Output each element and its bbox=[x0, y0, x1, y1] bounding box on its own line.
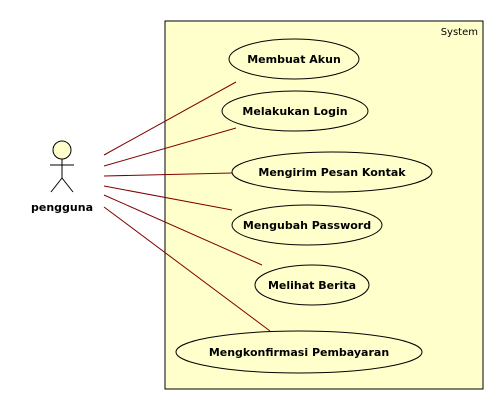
actor-left-leg bbox=[50, 177, 63, 193]
association-mengubah-password bbox=[103, 185, 233, 211]
use-case-label: Mengkonfirmasi Pembayaran bbox=[209, 346, 389, 359]
use-case-mengirim-pesan-kontak[interactable]: Mengirim Pesan Kontak bbox=[231, 151, 433, 193]
associations bbox=[103, 81, 271, 332]
use-case-ellipse bbox=[175, 330, 423, 374]
use-case-ellipse bbox=[231, 151, 433, 193]
association-melakukan-login bbox=[103, 127, 237, 167]
actor-pengguna[interactable]: pengguna bbox=[31, 140, 93, 214]
system-label: System bbox=[441, 27, 478, 38]
association-melihat-berita bbox=[103, 194, 263, 266]
actor-right-leg bbox=[61, 177, 74, 193]
actor-label: pengguna bbox=[31, 201, 93, 214]
use-case-ellipse bbox=[228, 38, 360, 80]
use-case-membuat-akun[interactable]: Membuat Akun bbox=[228, 38, 360, 80]
use-case-label: Mengirim Pesan Kontak bbox=[258, 166, 406, 179]
use-case-label: Mengubah Password bbox=[243, 219, 371, 232]
use-case-ellipse bbox=[254, 264, 370, 306]
use-case-label: Melihat Berita bbox=[268, 279, 356, 292]
use-case-label: Melakukan Login bbox=[242, 105, 347, 118]
use-case-mengubah-password[interactable]: Mengubah Password bbox=[231, 204, 383, 246]
use-case-mengkonfirmasi-pembayaran[interactable]: Mengkonfirmasi Pembayaran bbox=[175, 330, 423, 374]
use-case-melihat-berita[interactable]: Melihat Berita bbox=[254, 264, 370, 306]
use-case-ellipse bbox=[231, 204, 383, 246]
use-case-ellipse bbox=[221, 90, 369, 132]
association-membuat-akun bbox=[103, 81, 237, 156]
use-case-melakukan-login[interactable]: Melakukan Login bbox=[221, 90, 369, 132]
association-mengirim-pesan-kontak bbox=[103, 172, 233, 177]
use-case-label: Membuat Akun bbox=[247, 53, 341, 66]
actor-head bbox=[52, 140, 72, 160]
association-mengkonfirmasi-pembayaran bbox=[103, 206, 271, 332]
